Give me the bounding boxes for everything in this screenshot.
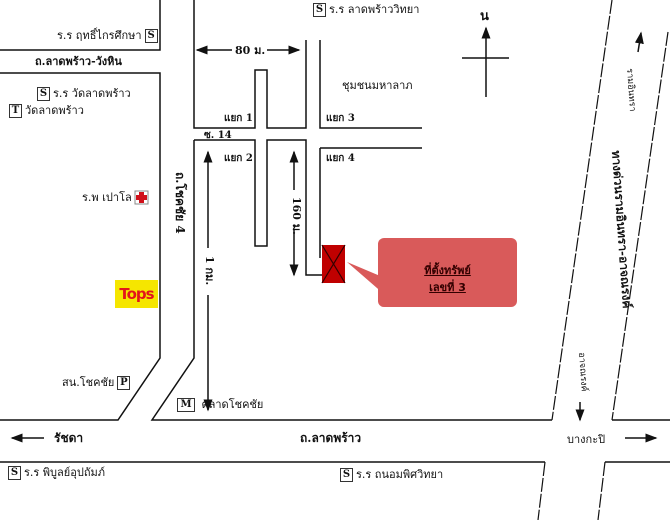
junction-4-label: แยก 4 (326, 153, 355, 164)
bangkapi-label: บางกะปิ (567, 433, 606, 446)
tops-logo: Tops (115, 280, 158, 308)
junction-2-label: แยก 2 (224, 153, 253, 164)
market-icon: M (177, 398, 195, 412)
junction-3-label: แยก 3 (326, 113, 355, 124)
road-ladprao-wanghin-label: ถ.ลาดพร้าว-วังหิน (35, 55, 122, 68)
road-edge (319, 40, 422, 129)
soi-14-label: ซ. 14 (204, 130, 232, 141)
hospital-label: ร.พ เปาโล (82, 191, 132, 204)
market-label: M ตลาดโชคชัย (174, 398, 263, 412)
property-marker (321, 244, 346, 284)
school-icon: S (340, 468, 353, 482)
expressway-edge (537, 0, 669, 520)
police-icon: P (117, 376, 131, 390)
school-icon: S (8, 466, 21, 480)
road-edge (319, 147, 422, 258)
property-callout (347, 238, 517, 307)
temple-icon: T (9, 104, 22, 118)
property-callout-text: ที่ตั้งทรัพย์เลขที่ 3 (424, 264, 471, 294)
distance-160-label: 160 ม. (290, 197, 303, 235)
road-edge (0, 0, 161, 51)
distance-80-label: 80 ม. (233, 44, 268, 57)
road-ladprao-label: ถ.ลาดพร้าว (300, 431, 362, 445)
hospital-icon (134, 190, 149, 205)
road-edge (150, 140, 552, 421)
distance-1km-label: 1 กม. (203, 256, 216, 286)
road-chokchai4-label: ถ.โชคชัย 4 (173, 172, 187, 234)
ratchada-label: รัชดา (54, 431, 84, 445)
community-label: ชุมชนมหาลาภ (342, 79, 413, 92)
school-icon: S (313, 3, 326, 17)
road-edge (0, 72, 161, 421)
road-edge (194, 139, 322, 276)
compass-north-label: น (480, 9, 489, 24)
road-edge (193, 0, 307, 129)
school-icon: S (37, 87, 50, 101)
school-icon: S (144, 29, 158, 43)
junction-1-label: แยก 1 (224, 113, 253, 124)
road-edge (0, 419, 670, 463)
arrow-ramintra (634, 31, 644, 53)
